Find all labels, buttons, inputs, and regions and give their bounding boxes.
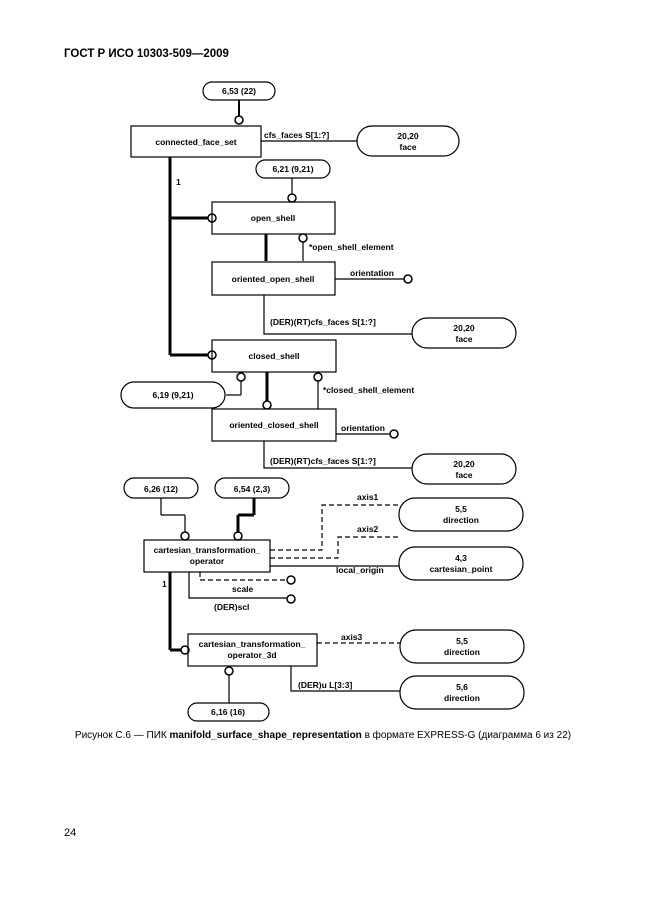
entity-cartesian-transformation-operator-3d: [187, 633, 318, 667]
ref-label-2020-b-1: 20,20: [453, 323, 475, 333]
caption-prefix: Рисунок С.6 — ПИК: [74, 730, 170, 741]
ref-label-55-a-1: 5,5: [455, 504, 467, 514]
attr-local-origin: local_origin: [336, 565, 384, 575]
ref-label-621: 6,21 (9,21): [272, 164, 313, 174]
entity-closed-shell: [211, 339, 337, 373]
ref-box-55-a: [398, 497, 524, 532]
caption-bold-term: manifold_surface_shape_representation: [169, 730, 362, 741]
attr-orientation-b: orientation: [341, 423, 385, 433]
subtype-count-1-a: 1: [176, 177, 181, 187]
ref-box-43: [398, 546, 524, 581]
ref-box-654: [214, 477, 290, 499]
attr-der-scl: (DER)scl: [214, 602, 249, 612]
ref-label-616: 6,16 (16): [211, 707, 245, 717]
caption-suffix: в формате EXPRESS-G (диаграмма 6 из 22): [361, 730, 572, 741]
entity-label-connected-face-set: connected_face_set: [155, 137, 236, 147]
ref-label-619: 6,19 (9,21): [152, 390, 193, 400]
entity-oriented-closed-shell: [211, 408, 337, 442]
attr-axis1: axis1: [357, 492, 379, 502]
entity-label-cto-2: operator: [190, 556, 225, 566]
ref-box-621: [255, 159, 331, 179]
ref-box-56: [399, 675, 525, 710]
ref-label-43-2: cartesian_point: [430, 564, 493, 574]
ref-label-2020-b-2: face: [455, 334, 472, 344]
attr-orientation-a: orientation: [350, 268, 394, 278]
ref-label-653: 6,53 (22): [222, 86, 256, 96]
ref-label-56-1: 5,6: [456, 682, 468, 692]
entity-label-closed-shell: closed_shell: [248, 351, 299, 361]
attr-open-shell-element: *open_shell_element: [309, 242, 394, 252]
ref-label-2020-c-2: face: [455, 470, 472, 480]
attr-axis2: axis2: [357, 524, 379, 534]
ref-box-55-b: [399, 629, 525, 664]
ref-label-55-b-2: direction: [444, 647, 480, 657]
ref-label-55-a-2: direction: [443, 515, 479, 525]
entity-label-cto3d-1: cartesian_transformation_: [199, 639, 306, 649]
attr-der-u: (DER)u L[3:3]: [298, 680, 352, 690]
document-header: ГОСТ Р ИСО 10303-509—2009: [64, 48, 229, 60]
ref-box-619: [120, 381, 226, 409]
entity-label-cto-1: cartesian_transformation_: [154, 545, 261, 555]
ref-label-2020-a-2: face: [399, 142, 416, 152]
entity-label-cto3d-2: operator_3d: [227, 650, 276, 660]
ref-box-2020-a: [356, 125, 460, 157]
ref-box-616: [187, 702, 270, 722]
figure-caption: Рисунок С.6 — ПИК manifold_surface_shape…: [0, 730, 646, 741]
ref-box-2020-c: [411, 453, 517, 485]
ref-label-626: 6,26 (12): [144, 484, 178, 494]
entity-label-oriented-open-shell: oriented_open_shell: [232, 274, 315, 284]
page-number: 24: [64, 827, 77, 839]
ref-label-43-1: 4,3: [455, 553, 467, 563]
entity-label-open-shell: open_shell: [251, 213, 295, 223]
subtype-count-1-b: 1: [162, 579, 167, 589]
ref-label-56-2: direction: [444, 693, 480, 703]
ref-label-2020-a-1: 20,20: [397, 131, 419, 141]
attr-scale: scale: [232, 584, 254, 594]
attr-der-cfs-faces-a: (DER)(RT)cfs_faces S[1:?]: [270, 317, 376, 327]
entity-cartesian-transformation-operator: [143, 539, 271, 573]
attr-axis3: axis3: [341, 632, 363, 642]
ref-label-654: 6,54 (2,3): [234, 484, 271, 494]
ref-box-2020-b: [411, 317, 517, 349]
entity-open-shell: [211, 201, 336, 235]
attr-closed-shell-element: *closed_shell_element: [323, 385, 414, 395]
ref-label-2020-c-1: 20,20: [453, 459, 475, 469]
entity-label-oriented-closed-shell: oriented_closed_shell: [229, 420, 318, 430]
attr-der-cfs-faces-b: (DER)(RT)cfs_faces S[1:?]: [270, 456, 376, 466]
attr-cfs-faces: cfs_faces S[1:?]: [264, 130, 329, 140]
ref-label-55-b-1: 5,5: [456, 636, 468, 646]
